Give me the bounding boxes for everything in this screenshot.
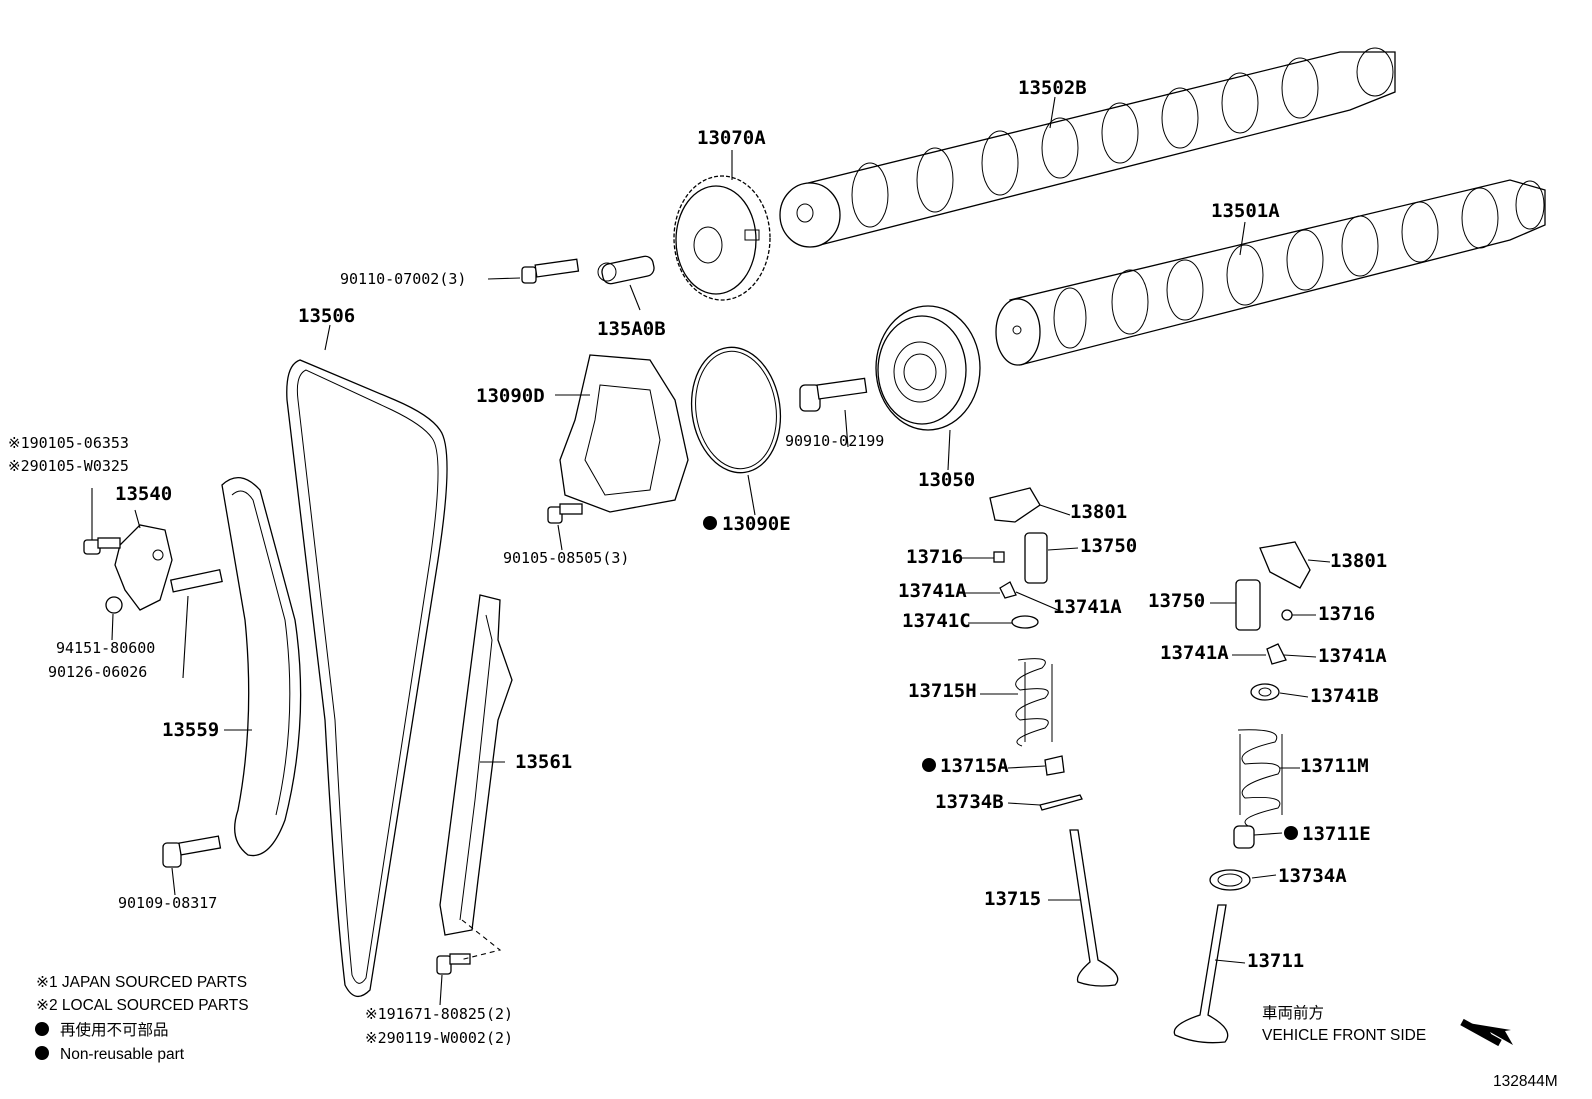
bolt-90105-06353[interactable] <box>83 537 121 555</box>
label-13711: 13711 <box>1247 950 1304 972</box>
front-arrow-shaft <box>1460 1018 1502 1047</box>
valve-13711[interactable] <box>1173 904 1229 1044</box>
label-13715H: 13715H <box>908 680 977 702</box>
label-90126-06026: 90126-06026 <box>48 663 147 681</box>
lash-adjuster-13750-left[interactable] <box>1024 532 1048 584</box>
label-13090D: 13090D <box>476 385 545 407</box>
retainer-13741C[interactable] <box>1011 615 1039 629</box>
label-13801-left: 13801 <box>1070 501 1127 523</box>
label-13716-left: 13716 <box>906 546 963 568</box>
cam-housing-13090D[interactable] <box>559 354 689 513</box>
label-13559: 13559 <box>162 719 219 741</box>
label-94151-80600: 94151-80600 <box>56 639 155 657</box>
legend: ※1 JAPAN SOURCED PARTS ※2 LOCAL SOURCED … <box>35 974 249 1063</box>
bolt-90109[interactable] <box>162 835 222 868</box>
label-135A0B: 135A0B <box>597 318 666 340</box>
gasket-13090E[interactable] <box>684 341 789 478</box>
label-13801-right: 13801 <box>1330 550 1387 572</box>
label-13750-left: 13750 <box>1080 535 1137 557</box>
label-13741B: 13741B <box>1310 685 1379 707</box>
direction-jp: 車両前方 <box>1262 1004 1324 1022</box>
nonreusable-dot-13090E <box>703 516 717 530</box>
legend-nonreusable-jp: 再使用不可部品 <box>60 1021 169 1039</box>
spring-13711M[interactable] <box>1237 729 1283 827</box>
chain-tensioner-13540[interactable] <box>114 524 173 611</box>
bolt-91671[interactable] <box>436 919 502 975</box>
label-13716-right: 13716 <box>1318 603 1375 625</box>
legend-nonreusable-en: Non-reusable part <box>60 1046 185 1063</box>
label-13050: 13050 <box>918 469 975 491</box>
rocker-arm-13801-left[interactable] <box>989 487 1041 523</box>
cap-13716-right[interactable] <box>1281 609 1293 621</box>
nut-94151[interactable] <box>105 596 123 614</box>
diagram-id: 132844M <box>1493 1073 1558 1090</box>
chain-guide-13561[interactable] <box>439 594 513 936</box>
label-13711E: 13711E <box>1302 823 1371 845</box>
spring-13715H[interactable] <box>1015 658 1053 747</box>
shim-13734B[interactable] <box>1039 794 1083 811</box>
label-13741C: 13741C <box>902 610 971 632</box>
label-13734B: 13734B <box>935 791 1004 813</box>
label-13561: 13561 <box>515 751 572 773</box>
washer-13734A[interactable] <box>1209 869 1251 891</box>
label-13734A: 13734A <box>1278 865 1347 887</box>
timing-chain-13506[interactable] <box>286 359 448 997</box>
label-90109-08317: 90109-08317 <box>118 894 217 912</box>
label-91671-80825: ※191671-80825(2) <box>365 1005 513 1023</box>
label-13741A-right-1: 13741A <box>1160 642 1229 664</box>
camshaft-13501A[interactable] <box>995 179 1546 366</box>
legend-dot-jp <box>35 1022 49 1036</box>
oil-control-valve-135A0B[interactable] <box>597 255 656 285</box>
direction-en: VEHICLE FRONT SIDE <box>1262 1027 1426 1044</box>
label-13711M: 13711M <box>1300 755 1369 777</box>
cap-13716-left[interactable] <box>993 551 1005 563</box>
bolt-90110[interactable] <box>521 258 580 284</box>
nonreusable-dot-13711E <box>1284 826 1298 840</box>
stem-seal-13715A[interactable] <box>1044 755 1065 776</box>
label-90119-W0002: ※290119-W0002(2) <box>365 1029 513 1047</box>
cam-timing-gear-13050[interactable] <box>875 305 981 431</box>
keepers-13741A-left[interactable] <box>999 581 1017 599</box>
chain-tensioner-arm-13559[interactable] <box>221 477 302 857</box>
label-13741A-right-2: 13741A <box>1318 645 1387 667</box>
label-13715: 13715 <box>984 888 1041 910</box>
label-90105-06353: ※190105-06353 <box>8 434 129 452</box>
label-13070A: 13070A <box>697 127 766 149</box>
label-13715A: 13715A <box>940 755 1009 777</box>
keepers-13741A-right[interactable] <box>1266 643 1287 665</box>
label-13540: 13540 <box>115 483 172 505</box>
label-13741A-left-2: 13741A <box>1053 596 1122 618</box>
label-13090E: 13090E <box>722 513 791 535</box>
vehicle-front-indicator: 車両前方 VEHICLE FRONT SIDE <box>1262 1004 1513 1047</box>
bolt-90910[interactable] <box>799 377 868 412</box>
label-13502B: 13502B <box>1018 77 1087 99</box>
label-90105-W0325: ※290105-W0325 <box>8 457 129 475</box>
bolt-90105-08505[interactable] <box>547 503 583 524</box>
stem-seal-13711E[interactable] <box>1233 825 1255 849</box>
label-90105-08505: 90105-08505(3) <box>503 549 629 567</box>
rocker-arm-13801-right[interactable] <box>1259 541 1311 589</box>
label-90910-02199: 90910-02199 <box>785 432 884 450</box>
leader-lines <box>91 96 1331 1006</box>
label-90110-07002: 90110-07002(3) <box>340 270 466 288</box>
legend-japan-sourced: ※1 JAPAN SOURCED PARTS <box>36 974 247 991</box>
lash-adjuster-13750-right[interactable] <box>1235 579 1261 631</box>
nonreusable-dot-13715A <box>922 758 936 772</box>
label-13501A: 13501A <box>1211 200 1280 222</box>
legend-dot-en <box>35 1046 49 1060</box>
valve-13715[interactable] <box>1069 829 1119 987</box>
label-13750-right: 13750 <box>1148 590 1205 612</box>
label-13741A-left-1: 13741A <box>898 580 967 602</box>
cam-sprocket-13070A[interactable] <box>673 175 771 301</box>
legend-local-sourced: ※2 LOCAL SOURCED PARTS <box>36 997 249 1014</box>
camshaft-13502B[interactable] <box>779 47 1396 248</box>
stud-90126[interactable] <box>169 568 223 593</box>
retainer-13741B[interactable] <box>1250 683 1280 701</box>
label-13506: 13506 <box>298 305 355 327</box>
